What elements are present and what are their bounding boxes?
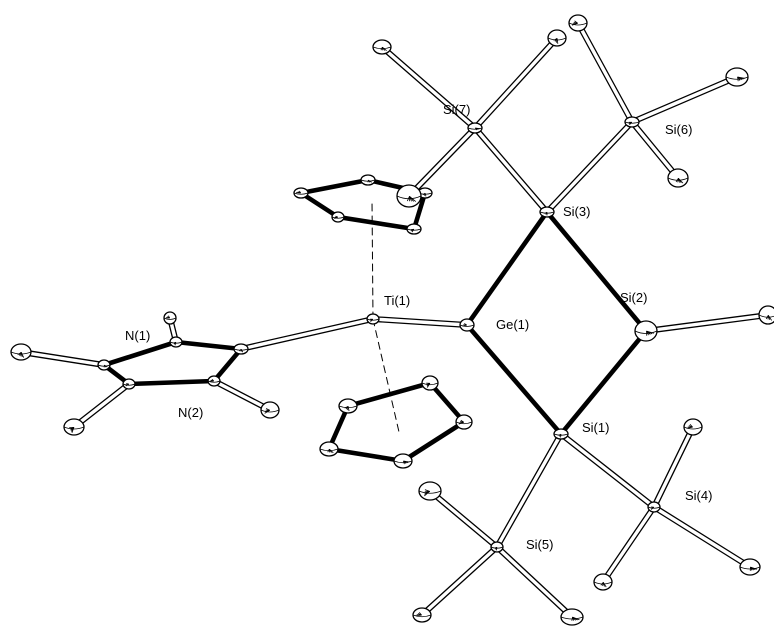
centroid-dash-1 — [371, 199, 374, 320]
bond-si4-c4a — [651, 424, 696, 510]
bond-si1-si4 — [558, 431, 657, 510]
atom-si7 — [467, 122, 483, 134]
bond-pzC4-pzCc — [211, 378, 273, 413]
atom-c6b — [725, 67, 749, 87]
centroid-dash-2 — [372, 318, 400, 433]
atom-si6 — [624, 116, 640, 128]
bond-pzN2-pzCb — [71, 381, 132, 430]
atom-c6c — [667, 168, 689, 188]
bond-ti1-pz1 — [238, 316, 376, 352]
bond-cpT5-cpT1 — [298, 177, 371, 196]
bond-si7-c7b — [472, 35, 560, 131]
bond-si6-c6c — [629, 119, 681, 181]
label-ti1: Ti(1) — [384, 293, 410, 308]
bond-ti1-ge1 — [370, 316, 470, 328]
bond-si3-si2 — [544, 209, 649, 334]
bond-si6-c6b — [629, 74, 740, 125]
atom-pzN1 — [169, 336, 183, 348]
atom-cpT5 — [293, 187, 309, 199]
bond-si2-cSi2 — [643, 312, 771, 334]
atom-pzC4 — [207, 375, 221, 387]
bond-si1-ge1 — [464, 322, 564, 437]
atom-c7a — [372, 39, 392, 55]
bond-si2-si1 — [558, 328, 649, 437]
atom-c4a — [683, 418, 703, 436]
bond-pzN1-pzC5 — [101, 339, 179, 368]
atom-pzCd — [163, 311, 177, 325]
atom-si3 — [539, 206, 555, 218]
atom-c4b — [739, 558, 761, 576]
atom-si2 — [634, 320, 658, 342]
atom-si4 — [647, 501, 661, 513]
atom-c6a — [568, 14, 588, 32]
atom-cpB1 — [338, 398, 358, 414]
bond-cpB2-cpB3 — [427, 380, 467, 425]
atom-si1 — [553, 428, 569, 440]
atom-pzC5 — [97, 359, 111, 371]
atom-pz1 — [233, 343, 249, 355]
label-ge1: Ge(1) — [496, 317, 529, 332]
atom-cpB5 — [319, 441, 339, 457]
atom-c5a — [418, 481, 442, 501]
bond-si5-c5a — [427, 488, 500, 550]
atom-ge1 — [459, 318, 475, 332]
label-si2: Si(2) — [620, 290, 647, 305]
atom-cSi2 — [758, 305, 774, 325]
atom-cpT4 — [331, 211, 345, 223]
atom-cpT3 — [406, 223, 422, 235]
bond-cpB1-cpB2 — [345, 380, 433, 409]
bond-si7-c7a — [379, 44, 478, 131]
bond-cpT4-cpT5 — [298, 190, 341, 220]
atom-c7b — [547, 29, 567, 47]
centroid-dashes-layer — [371, 199, 400, 433]
atom-pzCa — [10, 343, 32, 361]
label-si1: Si(1) — [582, 420, 609, 435]
bond-si4-c4c — [600, 504, 657, 585]
bond-cpT2-cpT3 — [411, 190, 428, 232]
atom-c5b — [412, 607, 432, 623]
bond-pzC5-pzCa — [18, 349, 107, 368]
atom-ti1 — [366, 313, 380, 325]
label-si6: Si(6) — [665, 122, 692, 137]
bond-si7-si3 — [472, 125, 550, 215]
atom-si5 — [490, 541, 504, 553]
atom-cpB4 — [393, 453, 413, 469]
bond-si6-c6a — [575, 20, 635, 125]
labels-layer: Si(7) Si(6) Si(3) Ti(1) Ge(1) Si(2) N(1)… — [125, 102, 712, 552]
label-n2: N(2) — [178, 405, 203, 420]
bond-cpB3-cpB4 — [400, 419, 467, 464]
bond-si7-cpTbig — [406, 125, 478, 199]
label-si4: Si(4) — [685, 488, 712, 503]
atom-c4c — [593, 573, 613, 591]
label-si3: Si(3) — [563, 204, 590, 219]
bond-si5-c5c — [494, 544, 575, 620]
bond-si4-c4b — [651, 504, 753, 570]
bond-cpB4-cpB5 — [326, 446, 406, 464]
bond-si5-c5b — [419, 544, 500, 618]
atom-pzCc — [260, 401, 280, 419]
bond-pz1-pzN1 — [173, 339, 244, 352]
atom-pzCb — [63, 418, 85, 436]
atom-cpB3 — [455, 414, 473, 430]
bonds-layer — [18, 20, 771, 620]
label-si7: Si(7) — [443, 102, 470, 117]
atom-cpB2 — [421, 375, 439, 391]
bond-pzN2-pzC4 — [126, 378, 217, 387]
label-si5: Si(5) — [526, 537, 553, 552]
bond-si6-si3 — [544, 119, 635, 215]
bond-si1-si5 — [494, 431, 564, 550]
atom-pzN2 — [122, 378, 136, 390]
atom-cpT1 — [360, 174, 376, 186]
bond-ge1-si3 — [464, 209, 550, 328]
bond-cpT3-cpT4 — [335, 214, 417, 232]
atom-c5c — [560, 608, 584, 626]
atom-cpTbig — [396, 184, 422, 208]
bond-pzC4-pz1 — [211, 346, 244, 384]
atoms-layer — [10, 14, 774, 626]
label-n1: N(1) — [125, 328, 150, 343]
